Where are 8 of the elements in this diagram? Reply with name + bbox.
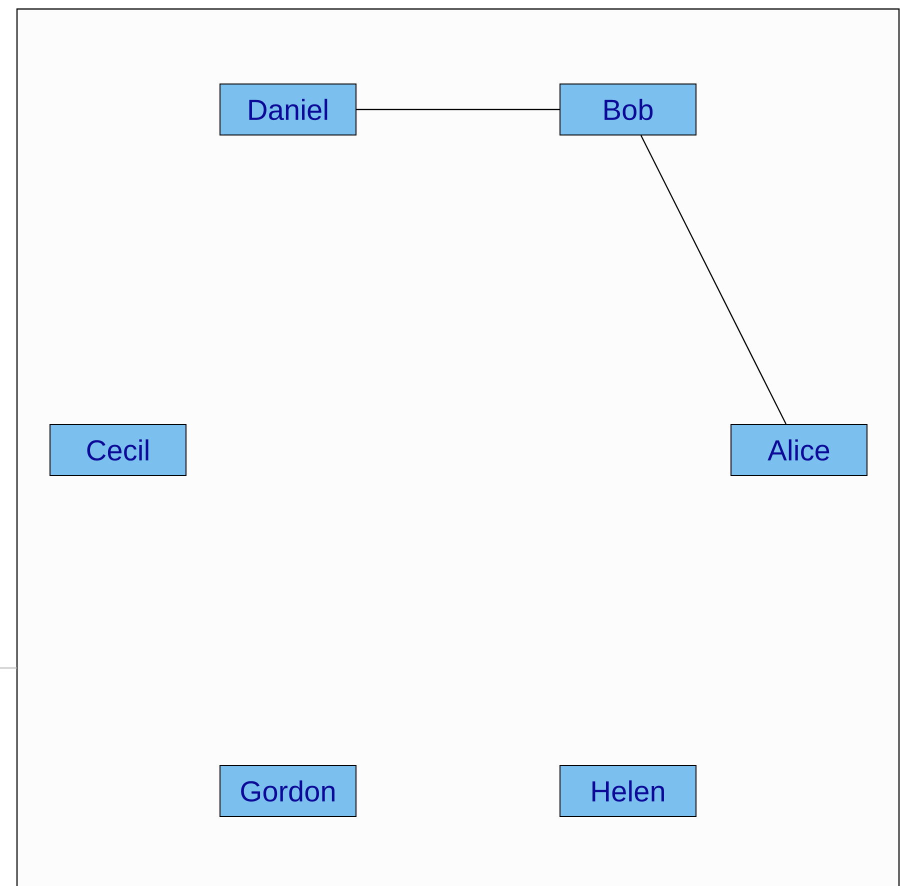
name-box: Gordon	[220, 764, 356, 817]
name-box: Alice	[730, 424, 868, 476]
connector-line	[356, 108, 560, 110]
name-box: Daniel	[220, 84, 356, 136]
name-box: Cecil	[50, 424, 186, 476]
connector-line	[640, 135, 787, 424]
name-box: Bob	[560, 84, 696, 136]
name-box: Helen	[560, 764, 696, 817]
